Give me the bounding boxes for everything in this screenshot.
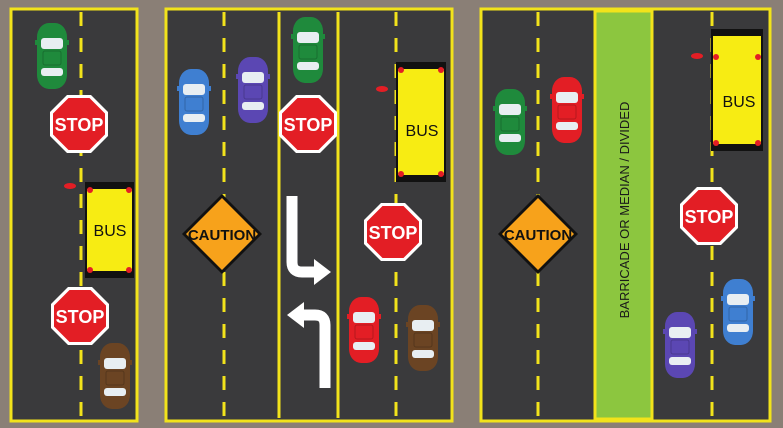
blue-car bbox=[177, 69, 211, 135]
bus-label: BUS bbox=[406, 123, 439, 140]
stop-arm-light bbox=[691, 53, 703, 59]
stop-sign: STOP bbox=[680, 187, 738, 245]
stop-arm-light bbox=[64, 183, 76, 189]
red-car bbox=[347, 297, 381, 363]
stop-sign-label: STOP bbox=[685, 207, 734, 227]
stop-sign: STOP bbox=[279, 95, 337, 153]
purple-car bbox=[236, 57, 270, 123]
stop-arm-light bbox=[376, 86, 388, 92]
stop-sign-label: STOP bbox=[56, 307, 105, 327]
panel-two-lane-road: STOP BUS STOP bbox=[11, 9, 137, 421]
bus-label: BUS bbox=[94, 223, 127, 240]
caution-sign-label: CAUTION bbox=[188, 227, 256, 244]
stop-sign-label: STOP bbox=[55, 115, 104, 135]
stop-sign: STOP bbox=[50, 95, 108, 153]
panel-four-lane-road: STOP BUS CAUTION STOP bbox=[166, 9, 452, 421]
caution-sign-label: CAUTION bbox=[504, 227, 572, 244]
stop-sign: STOP bbox=[364, 203, 422, 261]
median-label: BARRICADE OR MEDIAN / DIVIDED bbox=[617, 102, 632, 319]
purple-car bbox=[663, 312, 697, 378]
green-car bbox=[35, 23, 69, 89]
green-car bbox=[493, 89, 527, 155]
stop-sign-label: STOP bbox=[284, 115, 333, 135]
bus-label: BUS bbox=[723, 94, 756, 111]
brown-car bbox=[406, 305, 440, 371]
green-car bbox=[291, 17, 325, 83]
blue-car bbox=[721, 279, 755, 345]
stop-sign: STOP bbox=[51, 287, 109, 345]
panel-divided-highway: BARRICADE OR MEDIAN / DIVIDED CAUTION BU… bbox=[481, 9, 770, 421]
stop-sign-label: STOP bbox=[369, 223, 418, 243]
brown-car bbox=[98, 343, 132, 409]
red-car bbox=[550, 77, 584, 143]
